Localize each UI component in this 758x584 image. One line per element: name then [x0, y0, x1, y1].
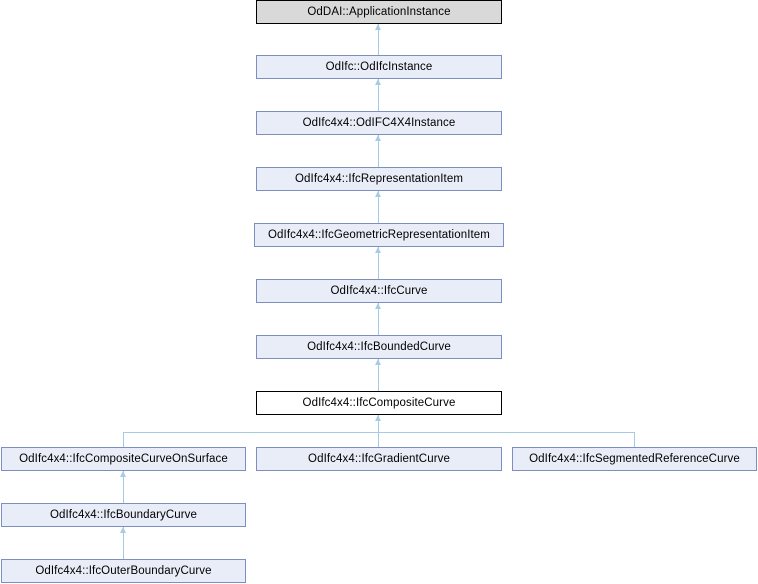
class-node-ifc-segmented-reference-curve[interactable]: OdIfc4x4::IfcSegmentedReferenceCurve: [512, 447, 757, 471]
class-node-ifc-composite-curve[interactable]: OdIfc4x4::IfcCompositeCurve: [256, 391, 502, 415]
arrowhead-n5-to-n4: [375, 247, 381, 253]
arrowhead-n7-to-n6: [375, 359, 381, 365]
arrowhead-n2-to-n1: [375, 79, 381, 85]
class-node-ifc-geometric-representation-item[interactable]: OdIfc4x4::IfcGeometricRepresentationItem: [254, 223, 504, 247]
edge-n7-to-n6: [378, 359, 379, 391]
class-node-ifc-representation-item[interactable]: OdIfc4x4::IfcRepresentationItem: [256, 167, 502, 191]
class-node-ifc-curve[interactable]: OdIfc4x4::IfcCurve: [256, 279, 502, 303]
edge-n9-to-n7: [378, 415, 379, 447]
edge-n5-to-n4: [378, 247, 379, 279]
class-node-ifc-gradient-curve[interactable]: OdIfc4x4::IfcGradientCurve: [256, 447, 502, 471]
edge-n4-to-n3: [378, 191, 379, 223]
arrowhead-n6-to-n5: [375, 303, 381, 309]
arrowhead-n1-to-n0: [375, 24, 381, 30]
arrowhead-n4-to-n3: [375, 191, 381, 197]
class-node-ifc-bounded-curve[interactable]: OdIfc4x4::IfcBoundedCurve: [256, 335, 502, 359]
class-node-od-ifc-instance[interactable]: OdIfc::OdIfcInstance: [256, 55, 502, 79]
class-node-ifc-outer-boundary-curve[interactable]: OdIfc4x4::IfcOuterBoundaryCurve: [1, 559, 246, 583]
edge-n11-to-n8: [123, 471, 124, 503]
edge-bus-children-of-n7: [123, 432, 635, 433]
edge-n8-to-bus: [123, 432, 124, 447]
arrowhead-n11-to-n8: [120, 471, 126, 477]
edge-n3-to-n2: [378, 135, 379, 167]
edge-n2-to-n1: [378, 79, 379, 111]
class-node-ifc-boundary-curve[interactable]: OdIfc4x4::IfcBoundaryCurve: [1, 503, 246, 527]
edge-n6-to-n5: [378, 303, 379, 335]
class-node-od-dai-application-instance[interactable]: OdDAI::ApplicationInstance: [256, 0, 502, 24]
arrowhead-n12-to-n11: [120, 527, 126, 533]
edge-n10-to-bus: [634, 432, 635, 447]
arrowhead-n9-to-n7: [375, 415, 381, 421]
class-node-ifc-composite-curve-on-surface[interactable]: OdIfc4x4::IfcCompositeCurveOnSurface: [1, 447, 246, 471]
arrowhead-n3-to-n2: [375, 135, 381, 141]
class-node-od-ifc4x4-instance[interactable]: OdIfc4x4::OdIFC4X4Instance: [256, 111, 502, 135]
edge-n12-to-n11: [123, 527, 124, 559]
edge-n1-to-n0: [378, 24, 379, 55]
